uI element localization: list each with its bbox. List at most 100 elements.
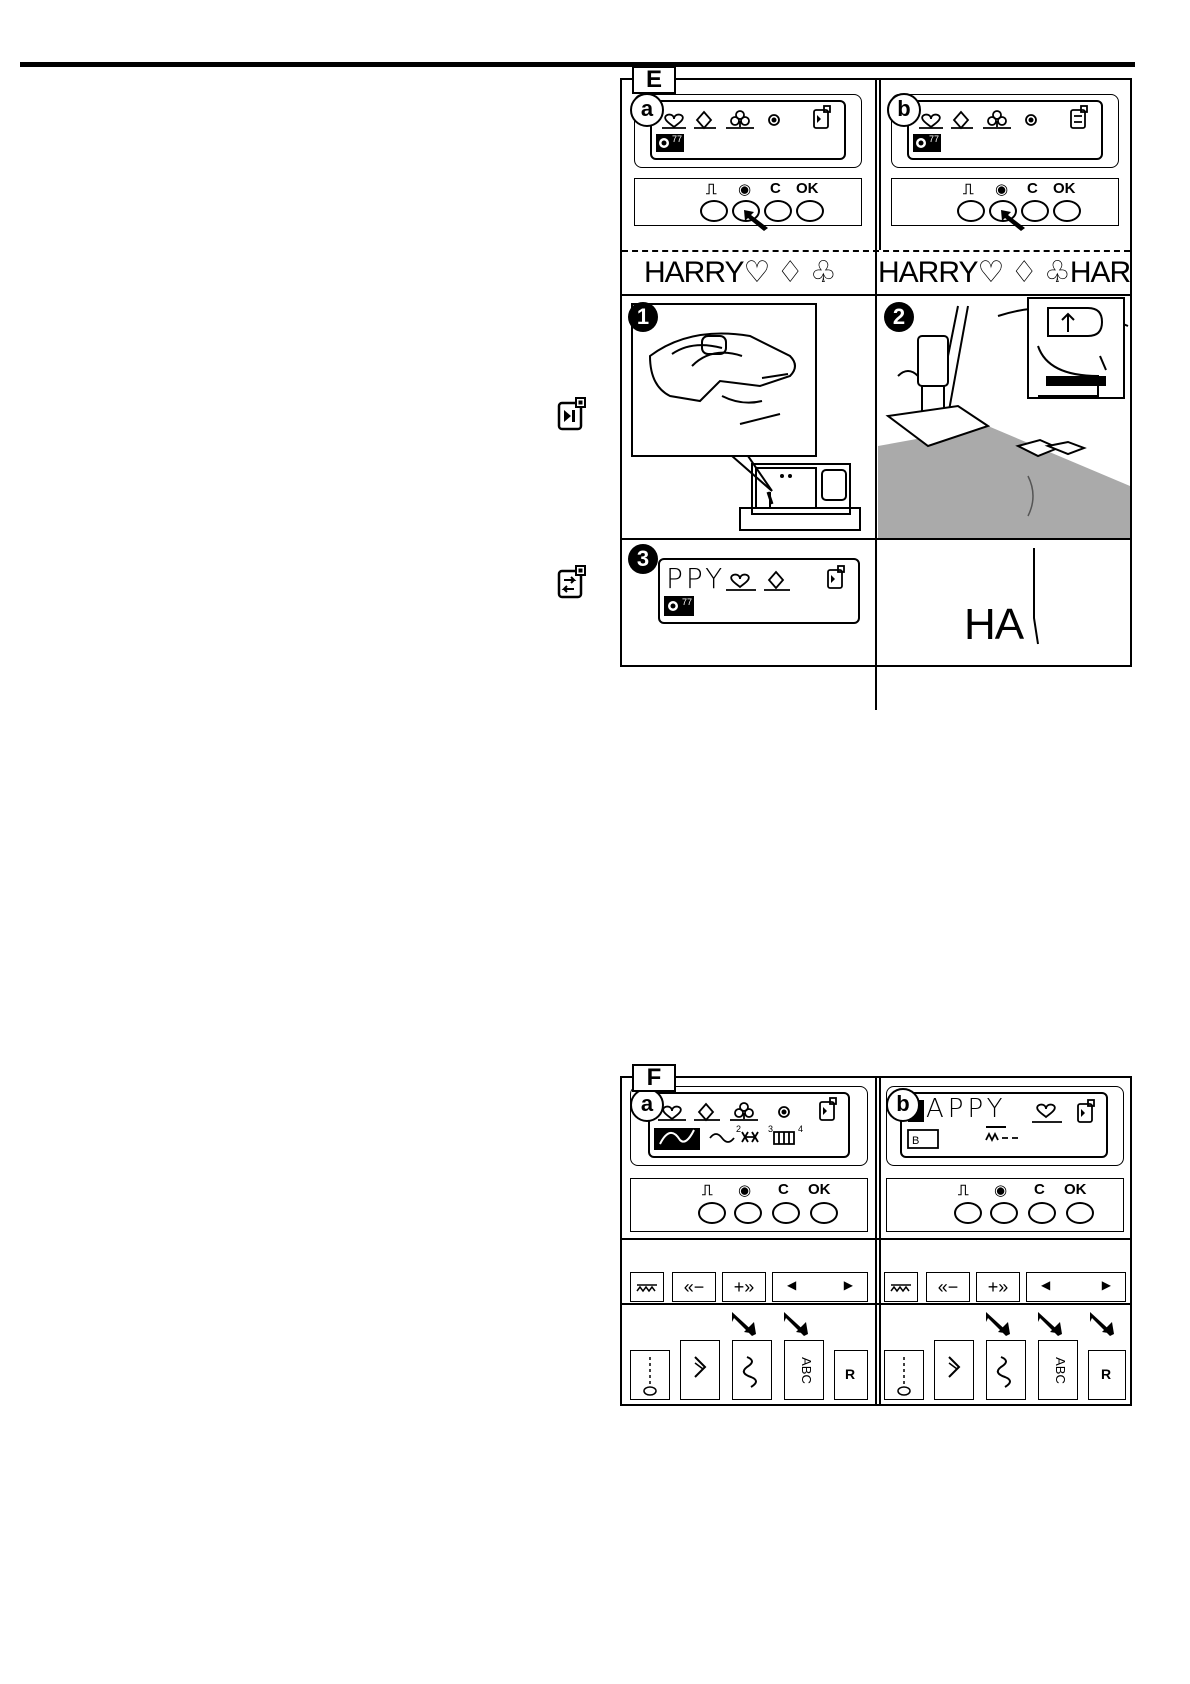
cursor-keys[interactable]: ◀ ▶ [772,1272,868,1302]
pointer-arrow-icon [742,208,772,232]
thread-button[interactable] [698,1202,726,1224]
svg-text:77: 77 [682,597,692,607]
abc-label: ABC [798,1357,814,1384]
figure-tag-e: E [632,66,676,94]
clear-button[interactable] [1021,200,1049,222]
step-badge-1: 1 [628,302,658,332]
right-arrow-icon[interactable]: ▶ [1101,1278,1111,1292]
lcd-frame [630,1086,868,1166]
svg-text:4: 4 [798,1124,803,1134]
svg-text:3: 3 [768,1124,773,1134]
stitch-length-key[interactable] [884,1272,918,1302]
divider [875,80,877,250]
svg-text:77: 77 [672,134,682,144]
strip-label-thread: ⎍ [702,1182,713,1199]
step2-illustration [878,296,1130,538]
decrease-key[interactable]: «− [926,1272,970,1302]
strip-label-thread: ⎍ [958,1182,969,1199]
divider [622,294,1130,296]
alphabet-key[interactable]: ABC [1038,1340,1078,1400]
ok-button[interactable] [1053,200,1081,222]
decorative-stitch-key[interactable] [732,1340,772,1400]
zigzag-key[interactable] [680,1340,720,1400]
increase-key[interactable]: +» [976,1272,1020,1302]
memory-button[interactable] [734,1202,762,1224]
lcd-display: 77 [650,100,846,160]
r-label: R [845,1366,856,1382]
memory-button[interactable] [990,1202,1018,1224]
divider [875,1078,877,1404]
strip-label-c: C [770,180,781,197]
alphabet-key[interactable]: ABC [784,1340,824,1400]
ok-button[interactable] [796,200,824,222]
cursor-keys[interactable]: ◀ ▶ [1026,1272,1126,1302]
figure-tag-f: F [632,1064,676,1092]
left-arrow-icon[interactable]: ◀ [1041,1278,1051,1292]
stitch-length-key[interactable] [630,1272,664,1302]
ok-button[interactable] [1066,1202,1094,1224]
thread-button[interactable] [954,1202,982,1224]
step-badge-3: 3 [628,544,658,574]
left-arrow-icon[interactable]: ◀ [787,1278,797,1292]
strip-label-dot: ◉ [738,1182,752,1199]
clear-button[interactable] [772,1202,800,1224]
sample-text-b: HARRY♡ ♢ ♧HAR [878,256,1131,289]
pointer-arrow-icon [1036,1310,1066,1338]
repeat-memory-icon [556,563,590,603]
panel-badge-b: b [887,93,921,127]
step1-illustration [622,296,874,538]
figure-e: 77 a ⎍ ◉ C OK [620,66,1132,710]
divider [622,1238,1130,1240]
strip-label-c: C [1034,1181,1045,1198]
svg-text:2: 2 [736,1124,741,1134]
clear-button[interactable] [1028,1202,1056,1224]
divider [875,538,877,665]
lcd-frame [891,94,1119,168]
strip-label-ok: OK [1053,180,1076,197]
memory-r-key[interactable]: R [834,1350,868,1400]
lcd-text: PPY [666,562,726,595]
pointer-arrow-icon [730,1310,760,1338]
svg-text:B: B [912,1135,919,1147]
strip-label-ok: OK [796,180,819,197]
r-label: R [1101,1366,1112,1382]
strip-label-dot: ◉ [995,181,1009,198]
pointer-arrow-icon [984,1310,1014,1338]
strip-label-c: C [1027,180,1038,197]
thread-line [1028,548,1048,648]
lcd-text: APPY [926,1094,1007,1124]
thread-button[interactable] [700,200,728,222]
strip-label-dot: ◉ [738,181,752,198]
divider [879,80,881,250]
lcd-display: 77 [907,100,1103,160]
panel-badge-a: a [630,93,664,127]
clear-button[interactable] [764,200,792,222]
lcd-frame [886,1086,1124,1166]
decorative-stitch-key[interactable] [986,1340,1026,1400]
pointer-arrow-icon [782,1310,812,1338]
increase-key[interactable]: +» [722,1272,766,1302]
ok-button[interactable] [810,1202,838,1224]
strip-label-c: C [778,1181,789,1198]
right-arrow-icon[interactable]: ▶ [843,1278,853,1292]
sample-text-a: HARRY♡ ♢ ♧ [644,256,837,289]
decrease-key[interactable]: «− [672,1272,716,1302]
panel-badge-b: b [886,1088,920,1122]
memory-r-key[interactable]: R [1088,1350,1126,1400]
svg-text:77: 77 [929,134,939,144]
play-memory-icon [556,395,590,435]
zigzag-key[interactable] [934,1340,974,1400]
strip-label-thread: ⎍ [706,181,717,198]
lcd-display: 2 3 4 [648,1092,850,1158]
thread-button[interactable] [957,200,985,222]
strip-label-dot: ◉ [994,1182,1008,1199]
straight-stitch-key[interactable] [884,1350,924,1400]
divider [622,1303,1130,1305]
straight-stitch-key[interactable] [630,1350,670,1400]
top-rule [20,62,1135,67]
panel-badge-a: a [630,1088,664,1122]
strip-label-ok: OK [1064,1181,1087,1198]
divider [875,250,877,710]
sewn-text: HA [964,600,1024,649]
pointer-arrow-icon [999,208,1029,232]
